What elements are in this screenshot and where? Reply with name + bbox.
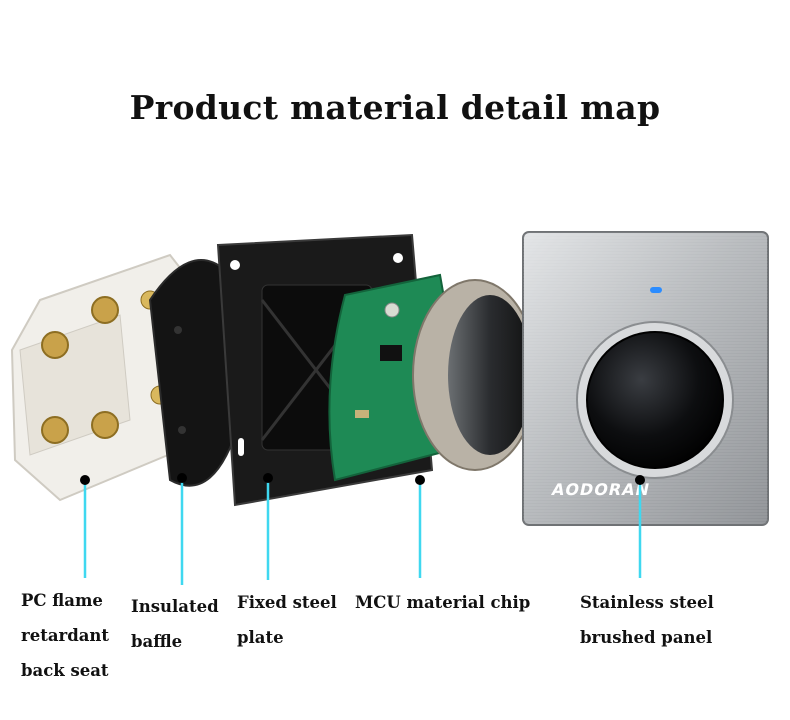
stainless-panel-part: AODORAN xyxy=(522,231,769,526)
pointer-dot-back-seat xyxy=(80,475,90,485)
label-chip-line-1: MCU material chip xyxy=(355,593,531,612)
label-steel-plate-line-1: Fixed steel xyxy=(237,593,337,612)
brand-logo: AODORAN xyxy=(550,480,652,499)
indicator-led-icon xyxy=(650,287,662,293)
pointer-dots xyxy=(80,473,645,485)
pointer-dot-steel-plate xyxy=(263,473,273,483)
pointer-dot-baffle xyxy=(177,473,187,483)
pointer-lines xyxy=(83,480,642,585)
label-steel-plate: Fixed steel plate xyxy=(237,585,337,655)
label-back-seat-line-3: back seat xyxy=(21,661,109,680)
pointer-dot-panel xyxy=(635,475,645,485)
label-panel-line-2: brushed panel xyxy=(580,628,713,647)
label-baffle: Insulated baffle xyxy=(131,589,219,659)
pointer-dot-chip xyxy=(415,475,425,485)
label-back-seat-line-2: retardant xyxy=(21,626,110,645)
switch-housing-part xyxy=(412,279,538,471)
label-back-seat: PC flame retardant back seat xyxy=(21,583,109,688)
label-panel: Stainless steel brushed panel xyxy=(580,585,714,655)
label-chip: MCU material chip xyxy=(355,585,530,620)
label-panel-line-1: Stainless steel xyxy=(580,593,714,612)
label-baffle-line-1: Insulated xyxy=(131,597,219,616)
label-baffle-line-2: baffle xyxy=(131,632,183,651)
label-back-seat-line-1: PC flame xyxy=(21,591,103,610)
page-title: Product material detail map xyxy=(129,88,661,127)
label-steel-plate-line-2: plate xyxy=(237,628,284,647)
